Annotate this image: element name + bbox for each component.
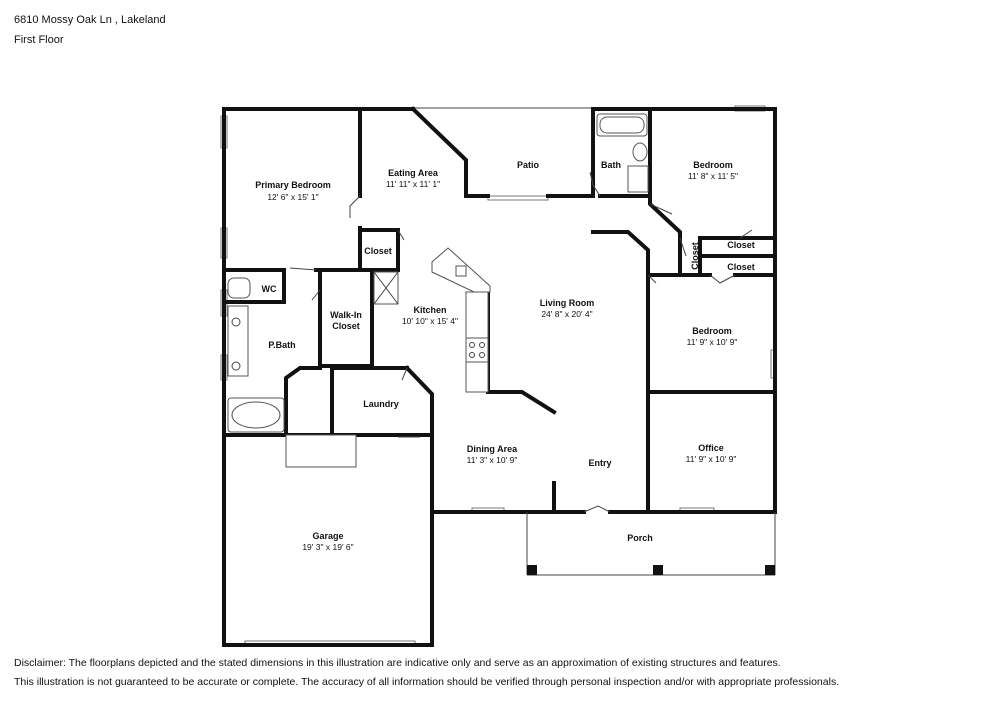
room-dims-bedroom-1: 11' 8" x 11' 5" <box>688 171 738 181</box>
room-name-pbath: P.Bath <box>268 340 295 350</box>
room-dims-garage: 19' 3" x 19' 6" <box>302 542 353 552</box>
room-dims-eating-area: 11' 11" x 11' 1" <box>386 179 440 189</box>
room-dims-bedroom-2: 11' 9" x 10' 9" <box>687 337 738 347</box>
room-name-walk-in-line2: Closet <box>332 321 360 331</box>
room-dims-dining-area: 11' 3" x 10' 9" <box>467 455 518 465</box>
room-name-closet-primary: Closet <box>364 246 392 256</box>
room-name-living-room: Living Room <box>540 298 595 308</box>
room-name-wc: WC <box>262 284 277 294</box>
room-dims-office: 11' 9" x 10' 9" <box>686 454 737 464</box>
room-name-closet-lower: Closet <box>727 262 755 272</box>
room-name-garage: Garage <box>312 531 343 541</box>
room-name-bedroom-2: Bedroom <box>692 326 732 336</box>
porch-outline <box>526 512 776 576</box>
room-dims-kitchen: 10' 10" x 15' 4" <box>402 316 458 326</box>
room-name-bedroom-1: Bedroom <box>693 160 733 170</box>
room-dims-primary-bedroom: 12' 6" x 15' 1" <box>267 192 318 202</box>
bath-fixtures <box>227 113 649 468</box>
walls <box>222 106 777 647</box>
doors <box>289 171 753 513</box>
room-name-office: Office <box>698 443 724 453</box>
room-dims-living-room: 24' 8" x 20' 4" <box>541 309 592 319</box>
room-name-porch: Porch <box>627 533 653 543</box>
disclaimer-line-2: This illustration is not guaranteed to b… <box>14 676 840 688</box>
room-name-patio: Patio <box>517 160 540 170</box>
room-name-closet-upper: Closet <box>727 240 755 250</box>
property-address: 6810 Mossy Oak Ln , Lakeland <box>14 14 166 26</box>
room-labels: Primary Bedroom 12' 6" x 15' 1" Eating A… <box>255 160 755 552</box>
room-name-entry: Entry <box>588 458 611 468</box>
room-name-eating-area: Eating Area <box>388 168 439 178</box>
disclaimer-line-1: Disclaimer: The floorplans depicted and … <box>14 657 781 669</box>
room-name-kitchen: Kitchen <box>413 305 446 315</box>
room-name-bath: Bath <box>601 160 621 170</box>
room-name-walk-in-line1: Walk-In <box>330 310 362 320</box>
room-name-dining-area: Dining Area <box>467 444 518 454</box>
room-name-laundry: Laundry <box>363 399 399 409</box>
room-name-closet-vertical: Closet <box>690 242 700 270</box>
floor-label: First Floor <box>14 34 64 46</box>
kitchen-fixtures <box>373 247 491 393</box>
room-name-primary-bedroom: Primary Bedroom <box>255 180 331 190</box>
